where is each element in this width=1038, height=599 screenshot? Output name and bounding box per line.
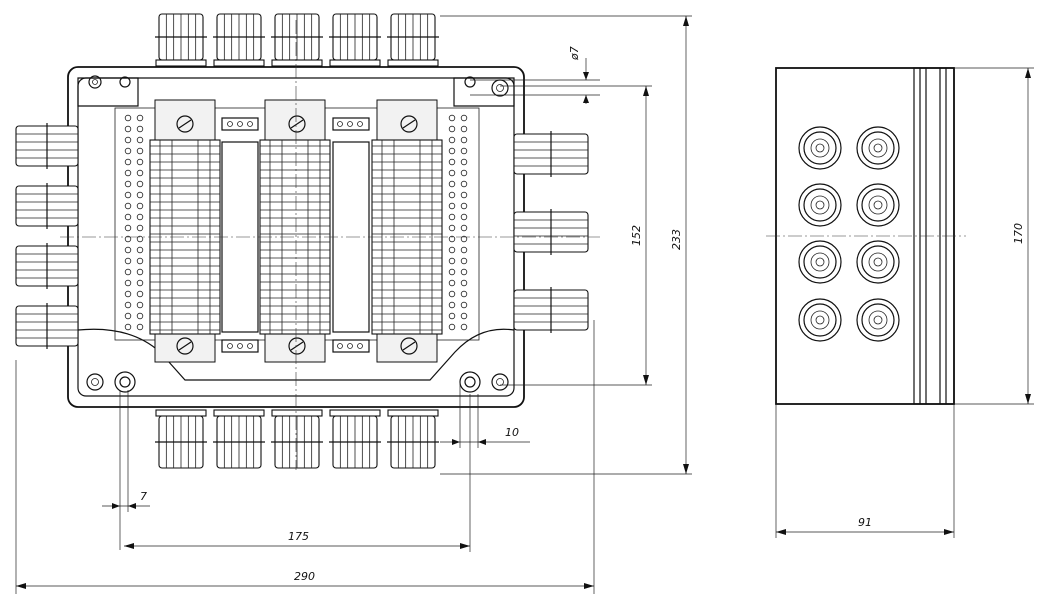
- dim-233-label: 233: [670, 229, 683, 250]
- dim-175-label: 175: [288, 530, 309, 543]
- side-view: 170 91: [766, 67, 1034, 538]
- terminal-rail-2: [259, 99, 331, 363]
- terminal-rail-3: [371, 99, 443, 363]
- side-cable-glands: [798, 126, 900, 342]
- right-cable-glands: [513, 131, 589, 333]
- front-view: [15, 13, 600, 470]
- dim-290-label: 290: [294, 570, 315, 583]
- dim-91-label: 91: [858, 516, 872, 529]
- mounting-holes: [86, 75, 509, 393]
- dim-7-label: 7: [140, 490, 147, 503]
- dim-diameter-label: ø7: [568, 46, 581, 61]
- left-cable-glands: [15, 123, 79, 349]
- front-dimensions: 233 152 ø7 10 7 175: [15, 15, 692, 594]
- terminal-rail-1: [149, 99, 221, 363]
- dim-170-label: 170: [1012, 223, 1025, 244]
- dim-10-label: 10: [505, 426, 519, 439]
- bottom-cable-glands: [155, 409, 439, 469]
- screw-columns: [124, 114, 468, 349]
- corner-pads: [77, 77, 515, 107]
- top-cable-glands: [155, 13, 439, 67]
- dim-152-label: 152: [630, 225, 643, 246]
